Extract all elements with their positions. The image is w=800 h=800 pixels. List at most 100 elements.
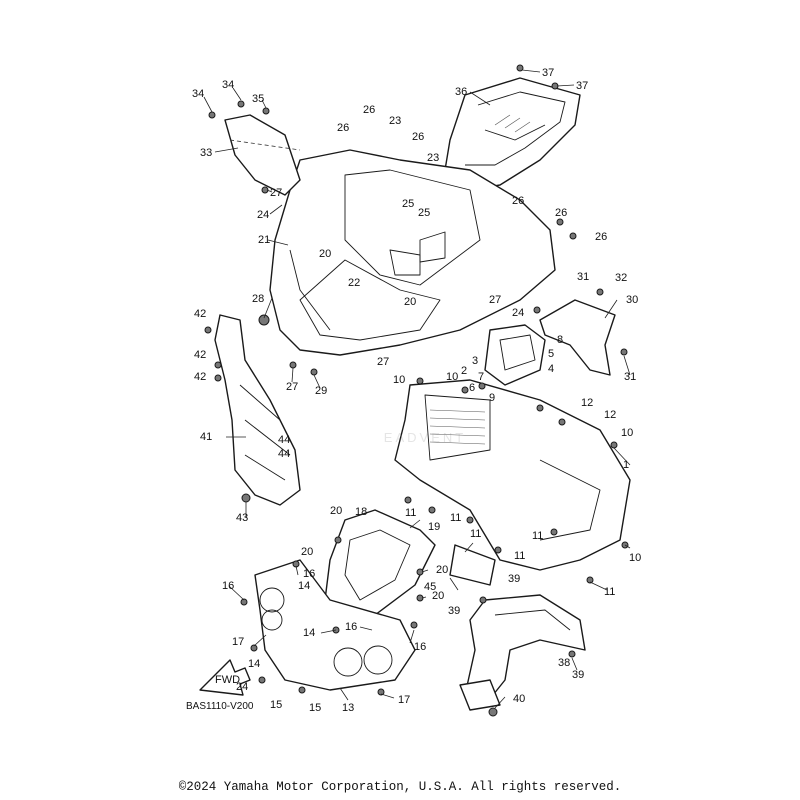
callout-14: 14 [248,658,260,670]
callout-16: 16 [303,568,315,580]
callout-16: 16 [414,641,426,653]
callout-23: 23 [389,115,401,127]
callout-26: 26 [363,104,375,116]
callout-26: 26 [512,195,524,207]
callout-5: 5 [548,348,554,360]
part-13-headlight-housing [254,559,416,691]
part-1-instrument-housing [394,379,631,571]
callout-30: 30 [626,294,638,306]
callout-31: 31 [577,271,589,283]
callout-8: 8 [557,334,563,346]
callout-32: 32 [615,272,627,284]
callout-27: 27 [286,381,298,393]
part-21-front-body [269,149,556,356]
callout-27: 27 [377,356,389,368]
callout-10: 10 [621,427,633,439]
diagram-code: BAS1110-V200 [186,701,254,712]
callout-1: 1 [623,459,629,471]
callout-42: 42 [194,371,206,383]
callout-39: 39 [448,605,460,617]
callout-27: 27 [270,187,282,199]
callout-15: 15 [270,699,282,711]
copyright-notice: ©2024 Yamaha Motor Corporation, U.S.A. A… [178,780,622,794]
callout-12: 12 [581,397,593,409]
callout-11: 11 [604,586,615,598]
forward-direction-arrow: FWD [199,659,251,696]
callout-11: 11 [532,530,543,542]
callout-29: 29 [315,385,327,397]
callout-34: 34 [192,88,204,100]
callout-20: 20 [319,248,331,260]
callout-2: 2 [461,365,467,377]
fasteners [204,64,629,717]
callout-26: 26 [337,122,349,134]
callout-24: 24 [257,209,269,221]
callout-33: 33 [200,147,212,159]
callout-39: 39 [508,573,520,585]
callout-39: 39 [572,669,584,681]
part-4-small-duct [484,324,546,386]
callout-11: 11 [450,512,461,524]
callout-25: 25 [418,207,430,219]
callout-10: 10 [446,371,458,383]
leader-lines [203,69,631,709]
callout-12: 12 [604,409,616,421]
part-41-left-duct [214,314,301,506]
callout-36: 36 [455,86,467,98]
part-33-side-bracket [224,114,301,196]
callout-35: 35 [252,93,264,105]
callout-11: 11 [405,507,416,519]
callout-10: 10 [629,552,641,564]
callout-24: 24 [236,681,248,693]
callout-6: 6 [469,382,475,394]
callout-25: 25 [402,198,414,210]
callout-44: 44 [278,434,290,446]
callout-45: 45 [424,581,436,593]
callout-18: 18 [355,506,367,518]
callout-26: 26 [595,231,607,243]
callout-11: 11 [514,550,525,562]
callout-19: 19 [428,521,440,533]
callout-34: 34 [222,79,234,91]
callout-7: 7 [478,371,484,383]
part-38-right-lower-panel [464,594,586,706]
callout-28: 28 [252,293,264,305]
part-30-right-panel [539,299,616,376]
callout-40: 40 [513,693,525,705]
callout-14: 14 [303,627,315,639]
callout-26: 26 [412,131,424,143]
callout-20: 20 [436,564,448,576]
part-45-plate [449,544,496,586]
callout-13: 13 [342,702,354,714]
callout-11: 11 [470,528,481,540]
callout-17: 17 [232,636,244,648]
callout-41: 41 [200,431,212,443]
callout-43: 43 [236,512,248,524]
callout-38: 38 [558,657,570,669]
callout-15: 15 [309,702,321,714]
part-40-bracket [459,679,501,711]
callout-16: 16 [345,621,357,633]
callout-21: 21 [258,234,270,246]
callout-37: 37 [542,67,554,79]
callout-23: 23 [427,152,439,164]
callout-20: 20 [330,505,342,517]
callout-31: 31 [624,371,636,383]
callout-16: 16 [222,580,234,592]
callout-20: 20 [301,546,313,558]
callout-20: 20 [432,590,444,602]
callout-24: 24 [512,307,524,319]
callout-37: 37 [576,80,588,92]
callout-4: 4 [548,363,554,375]
callout-42: 42 [194,308,206,320]
callout-10: 10 [393,374,405,386]
part-36-top-cover [444,77,581,191]
callout-3: 3 [472,355,478,367]
callout-17: 17 [398,694,410,706]
callout-26: 26 [555,207,567,219]
callout-22: 22 [348,277,360,289]
callout-44: 44 [278,448,290,460]
callout-9: 9 [489,392,495,404]
